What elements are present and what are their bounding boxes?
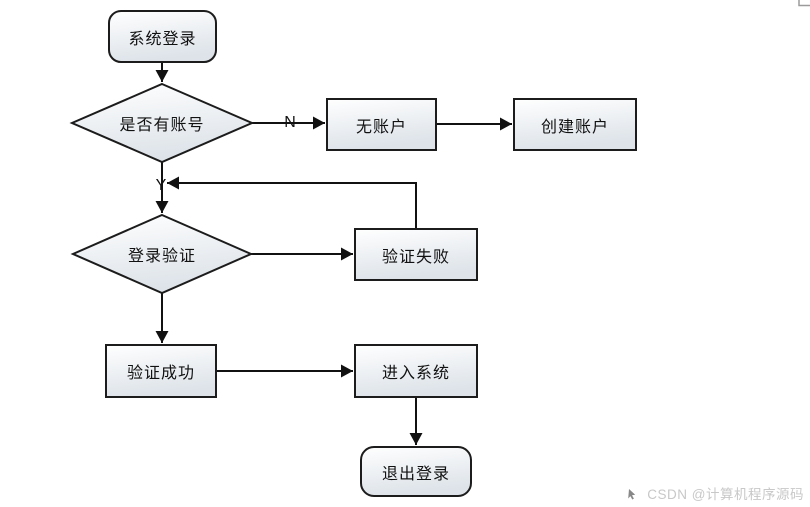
verify-fail-node-shape (354, 228, 478, 281)
has-account-decision-shape (69, 82, 255, 164)
mouse-cursor-icon (628, 489, 636, 500)
create-account-node-shape (513, 98, 637, 151)
csdn-watermark: CSDN @计算机程序源码 (647, 487, 804, 502)
verify-success-node-shape (105, 344, 217, 398)
no-account-node-shape (326, 98, 437, 151)
page-corner-mark (798, 0, 810, 7)
logout-node-shape (360, 446, 472, 497)
branch-label-y: Y (155, 177, 167, 194)
enter-system-node-shape (354, 344, 478, 398)
start-node-shape (108, 10, 217, 63)
connector-verify-fail-loopback (167, 176, 417, 229)
login-verify-decision-shape (70, 213, 254, 295)
branch-label-n: N (284, 114, 296, 131)
